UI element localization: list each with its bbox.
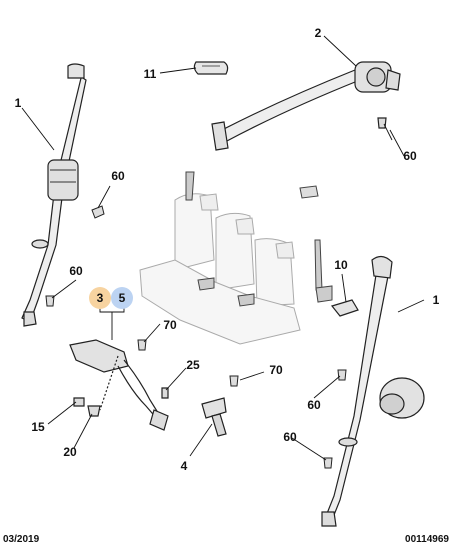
bracket-part	[330, 299, 359, 317]
callout-60-right-upper: 60	[307, 398, 321, 412]
callout-60-left-lower: 60	[69, 264, 83, 278]
connector-20	[87, 405, 101, 417]
callout-2: 2	[314, 26, 322, 40]
callout-4: 4	[180, 459, 188, 473]
badge-5: 5	[111, 287, 133, 309]
buckle-part	[201, 397, 227, 437]
footer-reference: 00114969	[405, 534, 449, 545]
belt-guide-clip-part	[193, 61, 229, 75]
callout-70-lower: 70	[269, 363, 283, 377]
callout-15: 15	[31, 420, 45, 434]
callout-60-top-right: 60	[403, 149, 417, 163]
bolt-right-upper	[337, 369, 347, 381]
callout-3: 3	[96, 291, 104, 305]
callout-25: 25	[186, 358, 200, 372]
stud-25	[161, 387, 169, 399]
callout-70-upper: 70	[163, 318, 177, 332]
footer-date: 03/2019	[3, 534, 40, 545]
bolt-right-lower	[323, 457, 333, 469]
badge-3: 3	[89, 287, 111, 309]
bolt-left-lower	[45, 295, 55, 307]
callout-60-left-upper: 60	[111, 169, 125, 183]
leader-lines	[21, 35, 425, 461]
rear-seat-bench	[139, 171, 333, 345]
callout-60-right-lower: 60	[283, 430, 297, 444]
left-seat-belt-part	[21, 63, 87, 327]
callout-1-right: 1	[432, 293, 440, 307]
callout-1-left: 1	[14, 96, 22, 110]
bolt-70-upper	[137, 339, 147, 351]
buckle-harness-part	[69, 339, 169, 431]
callout-5: 5	[118, 291, 126, 305]
callout-10: 10	[334, 258, 348, 272]
rear-centre-belt-part	[211, 61, 401, 151]
callout-20: 20	[63, 445, 77, 459]
bolt-70-lower	[229, 375, 239, 387]
callout-11: 11	[143, 67, 157, 81]
right-seat-belt-part	[321, 255, 425, 527]
